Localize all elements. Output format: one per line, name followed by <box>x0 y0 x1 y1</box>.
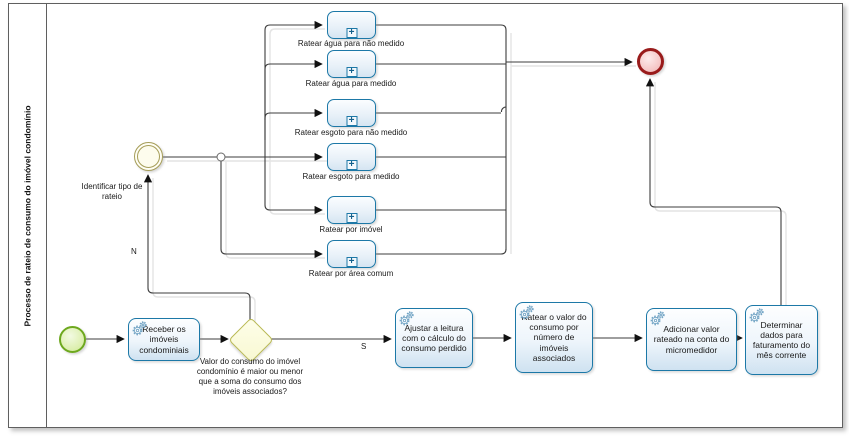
subprocess-label: Ratear água para medido <box>305 79 397 88</box>
subprocess-expand-icon[interactable]: + <box>346 116 357 126</box>
subprocess-expand-icon[interactable]: + <box>346 160 357 170</box>
service-gear-icon <box>519 305 534 320</box>
subprocess-label: Ratear água para não medido <box>297 39 405 48</box>
service-gear-icon <box>650 311 665 326</box>
subprocess-ratear-por-imovel[interactable]: + <box>327 196 376 224</box>
subprocess-expand-icon[interactable]: + <box>346 28 357 38</box>
task-adicionar-valor[interactable]: Adicionar valor rateado na conta do micr… <box>646 308 737 371</box>
subprocess-expand-icon[interactable]: + <box>346 213 357 223</box>
subprocess-label: Ratear esgoto para medido <box>302 172 400 181</box>
service-gear-icon <box>132 321 147 336</box>
subprocess-ratear-agua-nao-medido[interactable]: + <box>327 11 376 39</box>
task-label: Ratear o valor do consumo por número de … <box>521 312 587 363</box>
service-gear-icon <box>749 308 764 323</box>
subprocess-label: Ratear por área comum <box>308 269 394 278</box>
no-branch-label: N <box>131 247 137 256</box>
end-event[interactable] <box>637 48 664 75</box>
subprocess-ratear-agua-medido[interactable]: + <box>327 50 376 78</box>
intermediate-event-inner-ring <box>137 145 160 168</box>
intermediate-event-identificar[interactable] <box>134 142 163 171</box>
start-event[interactable] <box>59 326 86 353</box>
gateway-question-label: Valor do consumo do imóvel condomínio é … <box>196 357 304 396</box>
subprocess-ratear-por-area-comum[interactable]: + <box>327 240 376 268</box>
lane-header: Processo de rateio de consumo do imóvel … <box>9 4 47 427</box>
task-label: Adicionar valor rateado na conta do micr… <box>653 324 730 355</box>
subprocess-ratear-esgoto-medido[interactable]: + <box>327 143 376 171</box>
task-determinar-dados[interactable]: Determinar dados para faturamento do mês… <box>745 305 818 375</box>
subprocess-label: Ratear por imóvel <box>319 225 383 234</box>
yes-branch-label: S <box>361 342 367 351</box>
task-label: Determinar dados para faturamento do mês… <box>752 319 811 361</box>
subprocess-ratear-esgoto-nao-medido[interactable]: + <box>327 99 376 127</box>
task-ajustar-leitura[interactable]: Ajustar a leitura com o cálculo do consu… <box>395 308 473 368</box>
lane-title: Processo de rateio de consumo do imóvel … <box>22 104 33 327</box>
intermediate-event-label: Identificar tipo de rateio <box>81 182 143 201</box>
task-label: Receber os imóveis condominiais <box>139 324 189 355</box>
service-gear-icon <box>399 311 414 326</box>
task-label: Ajustar a leitura com o cálculo do consu… <box>401 322 467 354</box>
task-receber-imoveis[interactable]: Receber os imóveis condominiais <box>128 318 200 361</box>
task-ratear-valor-consumo[interactable]: Ratear o valor do consumo por número de … <box>515 302 593 373</box>
subprocess-expand-icon[interactable]: + <box>346 257 357 267</box>
subprocess-label: Ratear esgoto para não medido <box>294 128 408 137</box>
subprocess-expand-icon[interactable]: + <box>346 67 357 77</box>
